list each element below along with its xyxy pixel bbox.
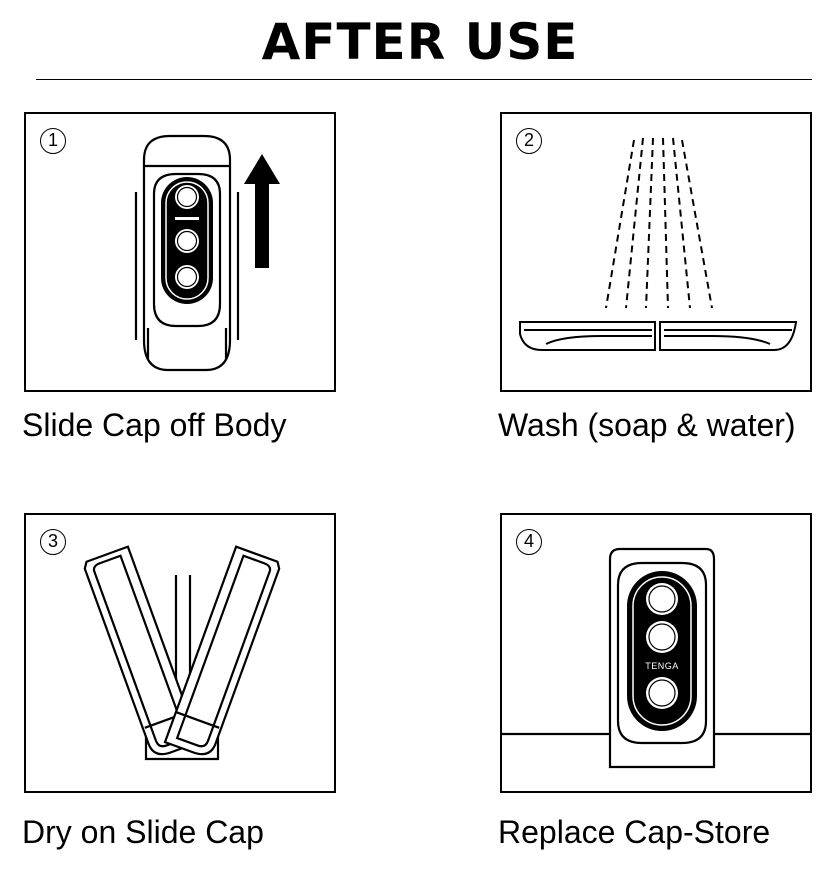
step-4-panel: TENGA 4 — [500, 513, 812, 793]
step-1-number: 1 — [40, 128, 66, 154]
step-2-number: 2 — [516, 128, 542, 154]
step-2-caption: Wash (soap & water) — [498, 407, 796, 443]
step-4-number: 4 — [516, 529, 542, 555]
step-3-caption: Dry on Slide Cap — [22, 814, 264, 850]
stored-device-icon: TENGA — [502, 547, 810, 769]
step-2-panel: 2 — [500, 112, 812, 392]
step-4-caption: Replace Cap-Store — [498, 814, 771, 850]
step-1-panel: 1 — [24, 112, 336, 392]
step-3-number: 3 — [40, 529, 66, 555]
title-divider — [36, 79, 812, 80]
step-1-caption: Slide Cap off Body — [22, 407, 287, 443]
step-3-panel: 3 — [24, 513, 336, 793]
up-arrow-icon — [244, 154, 280, 268]
water-spray-icon — [605, 137, 713, 309]
brand-logo-text: TENGA — [645, 661, 679, 671]
drying-stand-icon — [83, 545, 281, 761]
device-halves-icon — [519, 321, 798, 351]
page-title: AFTER USE — [261, 13, 579, 71]
device-icon — [134, 134, 240, 372]
